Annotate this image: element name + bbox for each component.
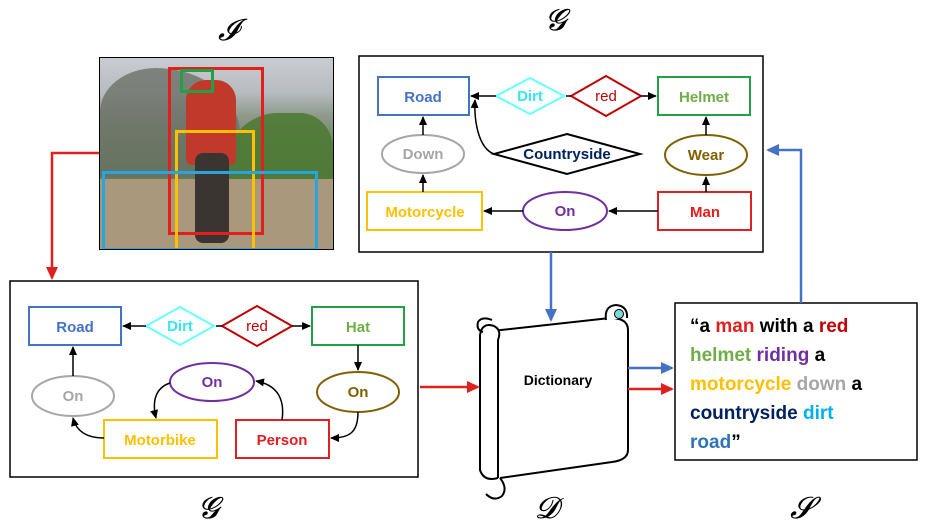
top-edge-countryside-road [470, 99, 495, 155]
bottom-node-motorbike-label: Motorbike [124, 432, 196, 449]
rider-shape [186, 80, 236, 165]
motorbike-bbox [175, 130, 255, 249]
bottom-edge-motorbike-on [71, 417, 105, 439]
caption-word: countryside [690, 403, 803, 424]
caption-word: a [851, 374, 863, 395]
bottom-node-dirt [143, 305, 217, 347]
sentence-box [674, 302, 918, 461]
bottom-edge-on-motorbike [150, 382, 171, 419]
symbol-image: 𝓘 [218, 13, 248, 48]
caption-word: man [715, 316, 760, 337]
top-node-dirt [493, 76, 567, 116]
bottom-edge-person-on [255, 378, 284, 421]
symbol-sentence: 𝓢 [790, 491, 822, 525]
bottom-node-hat-label: Hat [346, 319, 370, 336]
bottom-node-on-mid [169, 362, 255, 402]
top-node-on-label: On [555, 203, 576, 220]
symbol-graph-top: 𝓖 [545, 3, 571, 38]
caption-word: “a [690, 316, 716, 337]
arrow-image-to-graph [46, 151, 99, 280]
top-node-red [568, 74, 644, 118]
caption-word: dirt [802, 403, 834, 424]
symbol-dictionary: 𝓓 [535, 491, 564, 525]
bottom-node-person [235, 419, 330, 459]
top-node-helmet-label: Helmet [679, 89, 729, 106]
top-node-down-label: Down [403, 146, 444, 163]
top-node-road [377, 76, 470, 116]
bottom-node-road [28, 306, 122, 346]
caption-word: red [818, 316, 849, 337]
bottom-node-red-label: red [246, 318, 268, 335]
top-node-red-label: red [595, 88, 617, 105]
helmet-bbox [180, 69, 214, 93]
caption-word: helmet [690, 345, 757, 366]
top-node-dirt-label: Dirt [517, 88, 543, 105]
arrow-sentence-to-topgraph [766, 144, 803, 303]
bottom-node-hat [311, 306, 405, 346]
caption-sentence: “a man with a red helmet riding a motorc… [690, 312, 905, 457]
caption-word: riding [756, 345, 815, 366]
top-node-road-label: Road [404, 89, 442, 106]
caption-word: ” [731, 432, 741, 453]
bottom-node-red [219, 304, 295, 348]
caption-word: motorcycle [690, 374, 797, 395]
road-bbox [102, 171, 318, 249]
top-node-man-label: Man [690, 204, 720, 221]
top-node-motorcycle-label: Motorcycle [385, 204, 464, 221]
caption-word: road [690, 432, 732, 453]
dictionary-scroll [476, 303, 629, 500]
bottom-node-motorbike [103, 419, 218, 459]
top-node-motorcycle [366, 191, 483, 231]
bottom-edge-on-person [330, 411, 359, 442]
person-bbox [168, 67, 264, 235]
caption-word: with a [759, 316, 819, 337]
top-node-countryside-label: Countryside [523, 146, 611, 163]
motorbike-shape [195, 153, 229, 243]
bottom-node-person-label: Person [257, 432, 308, 449]
scroll-knob [614, 309, 624, 319]
bottom-node-dirt-label: Dirt [167, 318, 193, 335]
top-node-wear-label: Wear [688, 147, 725, 164]
bottom-node-road-label: Road [56, 319, 94, 336]
bottom-node-on-right-label: On [348, 384, 369, 401]
top-node-countryside [490, 132, 644, 176]
dictionary-label: Dictionary [524, 372, 593, 388]
caption-word: down [796, 374, 852, 395]
caption-word: a [814, 345, 826, 366]
symbol-graph-bottom: 𝓖 [198, 491, 224, 525]
bottom-node-on-left-label: On [63, 388, 84, 405]
input-image [99, 57, 334, 250]
top-node-helmet [657, 76, 751, 116]
bottom-node-on-mid-label: On [202, 374, 223, 391]
